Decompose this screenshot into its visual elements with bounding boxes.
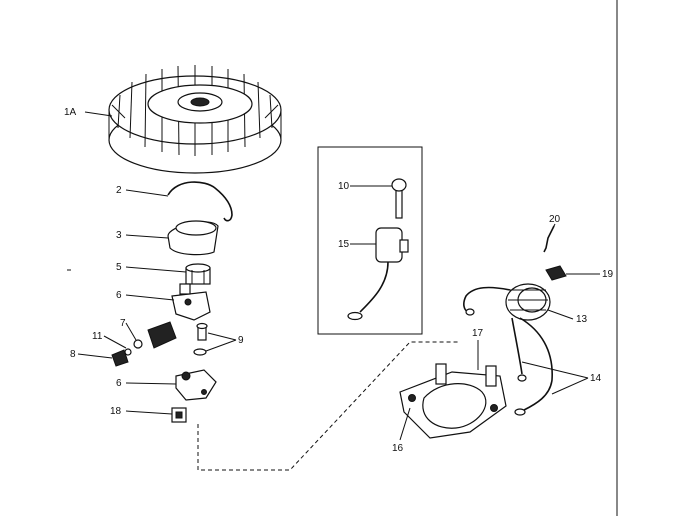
callout-6-lower: 6 [116,378,122,389]
callout-18: 18 [110,406,122,417]
ignition-leads [511,317,553,416]
callout-9: 9 [238,335,244,346]
callout-17: 17 [472,328,484,339]
inset-frame [317,146,423,335]
callout-11: 11 [92,331,103,342]
callout-labels: 1A 2 3 5 6 7 11 9 8 6 18 10 15 20 19 13 … [64,107,614,454]
magneto-base [399,363,507,439]
callout-15: 15 [338,239,350,250]
coil-clip [545,265,567,281]
callout-14: 14 [590,373,602,384]
retaining-clip [171,407,187,423]
callout-1a: 1A [64,107,77,118]
callout-6-upper: 6 [116,290,122,301]
assembly-path-dashed [197,341,460,471]
callout-5: 5 [116,262,122,273]
contact-point-assembly [111,321,177,367]
callout-19: 19 [602,269,614,280]
callout-7: 7 [120,318,126,329]
spring [543,225,555,253]
callout-10: 10 [338,181,350,192]
screw-and-washer [193,322,208,356]
armature-coil [463,283,551,321]
callout-16: 16 [392,443,404,454]
callout-13: 13 [576,314,588,325]
spacer-bushing [185,263,211,285]
callout-8: 8 [70,349,76,360]
callout-2: 2 [116,185,122,196]
bolt [391,178,407,219]
leader-lines [77,111,600,441]
callout-3: 3 [116,230,122,241]
callout-20: 20 [549,214,561,225]
wire-clip [167,181,233,222]
cam-cover [167,220,219,256]
flywheel [108,65,282,174]
condenser [347,227,409,321]
breaker-base [175,369,217,401]
breaker-arm [171,283,211,321]
